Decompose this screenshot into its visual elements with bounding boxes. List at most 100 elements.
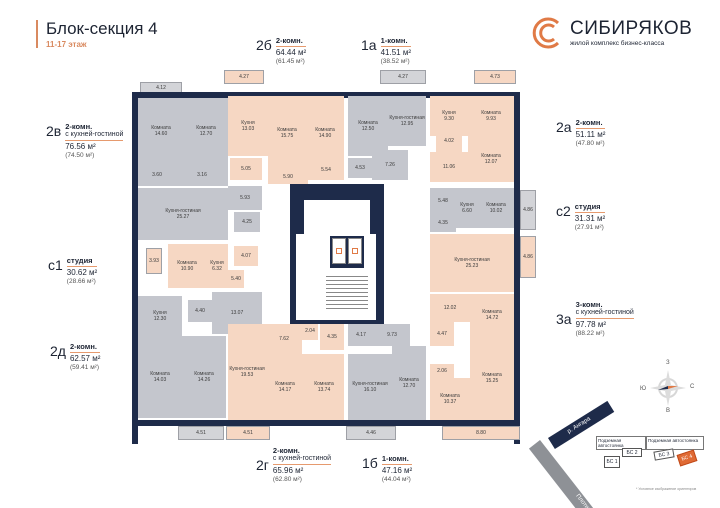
apt-living-area: (27.91 м²) [574, 224, 604, 231]
hallway[interactable]: 9.73 [374, 324, 410, 346]
bathroom[interactable]: 4.07 [234, 246, 258, 266]
hallway[interactable]: 11.06 [430, 152, 468, 182]
bathroom[interactable]: 4.47 [430, 322, 454, 346]
brand-name: СИБИРЯКОВ [570, 18, 693, 39]
block-bs2[interactable]: БС 2 [622, 448, 642, 457]
apt-label-2b[interactable]: 2б 2-комн. 64.44 м² (61.45 м²) [256, 36, 307, 66]
apt-label-2v[interactable]: 2в 2-комн. с кухней-гостиной 76.56 м² (7… [46, 122, 124, 160]
hallway[interactable]: 5.54 [308, 160, 344, 180]
apt-type: студия [574, 202, 601, 211]
apt-label-1b[interactable]: 1б 1-комн. 47.16 м² (44.04 м²) [362, 454, 413, 484]
apt-type: 1-комн. [380, 36, 408, 45]
bathroom[interactable]: 4.25 [234, 212, 260, 232]
map-footnote: * Условное изображение ориентиров [636, 487, 697, 491]
apt-type: 2-комн. [275, 36, 303, 45]
hallway[interactable]: 7.26 [372, 150, 408, 180]
balcony[interactable]: 3.93 [146, 248, 162, 274]
apt-code: с2 [556, 203, 571, 219]
apt-label-2d[interactable]: 2д 2-комн. 62.57 м² (59.41 м²) [50, 342, 101, 372]
bathroom[interactable]: 5.05 [230, 158, 262, 180]
hallway[interactable]: 3.16 [176, 164, 228, 186]
bathroom[interactable]: 2.06 [430, 364, 454, 378]
elevator-icon [348, 238, 362, 264]
bathroom[interactable]: 4.35 [320, 324, 344, 350]
apt-living-area: (88.22 м²) [575, 330, 605, 337]
hallway[interactable]: 7.62 [266, 324, 302, 354]
hallway[interactable]: 5.48 [430, 188, 456, 214]
apt-label-3a[interactable]: 3а 3-комн. с кухней-гостиной 97.78 м² (8… [556, 300, 634, 338]
apt-code: 2б [256, 37, 272, 53]
apt-area: 51.11 м² [575, 130, 606, 139]
apt-code: 1б [362, 455, 378, 471]
balcony[interactable]: 4.86 [520, 190, 536, 230]
balcony[interactable]: 4.51 [178, 426, 224, 440]
balcony[interactable]: 4.51 [226, 426, 270, 440]
balcony[interactable]: 4.86 [520, 236, 536, 278]
parking-label: Подземная автостоянка [646, 436, 704, 450]
apt-code: 2в [46, 123, 62, 139]
balcony[interactable]: 4.27 [380, 70, 426, 84]
bathroom[interactable]: 4.40 [188, 300, 212, 322]
apt-living-area: (44.04 м²) [381, 476, 411, 483]
apt-area: 41.51 м² [380, 48, 411, 57]
bathroom[interactable]: 4.02 [436, 130, 462, 152]
balcony[interactable]: 4.73 [474, 70, 516, 84]
bathroom[interactable]: 3.60 [138, 164, 176, 186]
apt-living-area: (47.80 м²) [575, 140, 605, 147]
block-bs1[interactable]: БС 1 [604, 456, 620, 468]
hallway[interactable]: 5.93 [228, 186, 262, 210]
apt-subtype: с кухней-гостиной [65, 131, 124, 138]
section-header: Блок-секция 4 11-17 этаж [36, 20, 158, 49]
balcony[interactable]: 4.46 [346, 426, 396, 440]
bathroom[interactable]: 4.53 [348, 158, 372, 178]
balcony[interactable]: 4.27 [224, 70, 264, 84]
hallway[interactable]: 12.02 [430, 294, 470, 322]
balcony[interactable]: 8.80 [442, 426, 520, 440]
apt-label-1a[interactable]: 1а 1-комн. 41.51 м² (38.52 м²) [361, 36, 411, 66]
apt-area: 97.78 м² [575, 320, 606, 329]
apt-code: 3а [556, 311, 572, 327]
apt-code: с1 [48, 257, 63, 273]
apt-area: 76.56 м² [65, 142, 96, 151]
toilet[interactable]: 2.04 [302, 322, 318, 340]
apt-area: 47.16 м² [381, 466, 413, 475]
hallway[interactable]: 5.90 [268, 170, 308, 184]
bathroom[interactable]: 4.17 [348, 324, 374, 346]
bathroom[interactable]: 4.35 [430, 214, 456, 232]
apt-label-c2[interactable]: с2 студия 31.31 м² (27.91 м²) [556, 202, 606, 232]
apt-area: 30.62 м² [66, 268, 98, 277]
apt-label-c1[interactable]: с1 студия 30.62 м² (28.66 м²) [48, 256, 98, 286]
apt-label-2a[interactable]: 2а 2-комн. 51.11 м² (47.80 м²) [556, 118, 606, 148]
apt-label-2g[interactable]: 2г 2-комн. с кухней-гостиной 65.96 м² (6… [256, 446, 332, 484]
hallway[interactable]: 5.40 [228, 270, 244, 288]
apt-code: 1а [361, 37, 377, 53]
